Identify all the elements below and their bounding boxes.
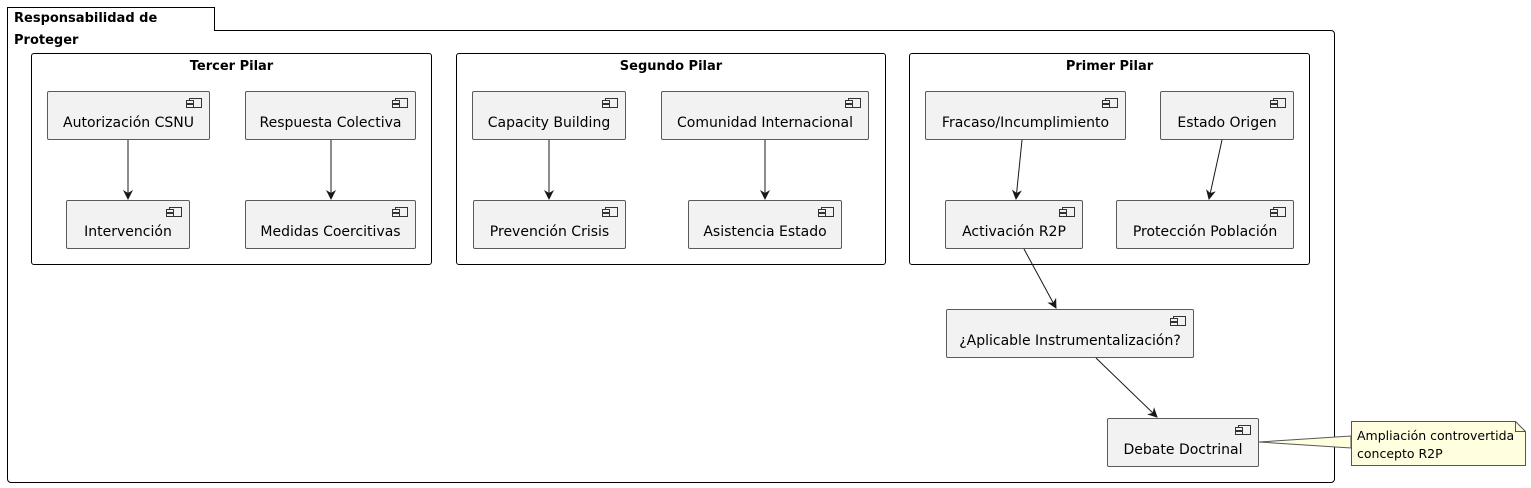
component-icon <box>1170 316 1186 326</box>
component-proteccion-poblacion[interactable]: Protección Población <box>1116 200 1294 249</box>
note-line-2: concepto R2P <box>1357 446 1443 461</box>
component-prevencion-crisis[interactable]: Prevención Crisis <box>473 200 626 249</box>
component-comunidad-internacional[interactable]: Comunidad Internacional <box>661 91 869 140</box>
note-outline <box>1351 421 1526 466</box>
component-icon <box>1235 425 1251 435</box>
component-icon <box>166 207 182 217</box>
component-label: Autorización CSNU <box>63 114 194 131</box>
component-icon <box>1102 98 1118 108</box>
component-estado-origen[interactable]: Estado Origen <box>1160 91 1294 140</box>
component-capacity-building[interactable]: Capacity Building <box>472 91 626 140</box>
component-debate-doctrinal[interactable]: Debate Doctrinal <box>1107 418 1259 467</box>
pillar-title-segundo: Segundo Pilar <box>619 59 723 74</box>
component-label: Intervención <box>84 223 172 240</box>
note-line-1: Ampliación controvertida <box>1357 428 1515 443</box>
component-label: Asistencia Estado <box>703 223 827 240</box>
component-label: Protección Población <box>1132 223 1278 240</box>
component-icon <box>845 98 861 108</box>
component-icon <box>1270 207 1286 217</box>
component-label: Respuesta Colectiva <box>259 114 402 131</box>
component-fracaso-incumplimiento[interactable]: Fracaso/Incumplimiento <box>925 91 1126 140</box>
component-icon <box>186 98 202 108</box>
package-tab: Responsabilidad de Proteger <box>7 7 215 48</box>
pillar-title-tercer: Tercer Pilar <box>189 59 274 74</box>
note-text: Ampliación controvertida concepto R2P <box>1357 427 1514 463</box>
component-label: Estado Origen <box>1177 114 1277 131</box>
component-icon <box>818 207 834 217</box>
component-icon <box>602 98 618 108</box>
note: Ampliación controvertida concepto R2P <box>1351 421 1526 466</box>
component-intervencion[interactable]: Intervención <box>66 200 190 249</box>
component-autorizacion-csnu[interactable]: Autorización CSNU <box>47 91 210 140</box>
note-shape <box>1351 421 1526 466</box>
component-label: Fracaso/Incumplimiento <box>941 114 1110 131</box>
note-fold <box>1515 421 1526 432</box>
component-label: Debate Doctrinal <box>1123 441 1243 458</box>
component-medidas-coercitivas[interactable]: Medidas Coercitivas <box>245 200 416 249</box>
component-activacion-r2p[interactable]: Activación R2P <box>945 200 1083 249</box>
component-icon <box>602 207 618 217</box>
component-icon <box>1059 207 1075 217</box>
component-label: Medidas Coercitivas <box>260 223 401 240</box>
component-icon <box>392 207 408 217</box>
component-icon <box>392 98 408 108</box>
component-label: Comunidad Internacional <box>677 114 853 131</box>
package-title: Responsabilidad de Proteger <box>14 11 158 48</box>
component-label: Activación R2P <box>962 223 1066 240</box>
component-label: Capacity Building <box>487 114 611 131</box>
pillar-title-primer: Primer Pilar <box>1065 59 1154 74</box>
component-aplicable-instrumentalizacion[interactable]: ¿Aplicable Instrumentalización? <box>946 309 1194 358</box>
component-label: ¿Aplicable Instrumentalización? <box>959 332 1181 349</box>
component-icon <box>1270 98 1286 108</box>
component-respuesta-colectiva[interactable]: Respuesta Colectiva <box>245 91 416 140</box>
component-asistencia-estado[interactable]: Asistencia Estado <box>688 200 842 249</box>
component-label: Prevención Crisis <box>489 223 610 240</box>
